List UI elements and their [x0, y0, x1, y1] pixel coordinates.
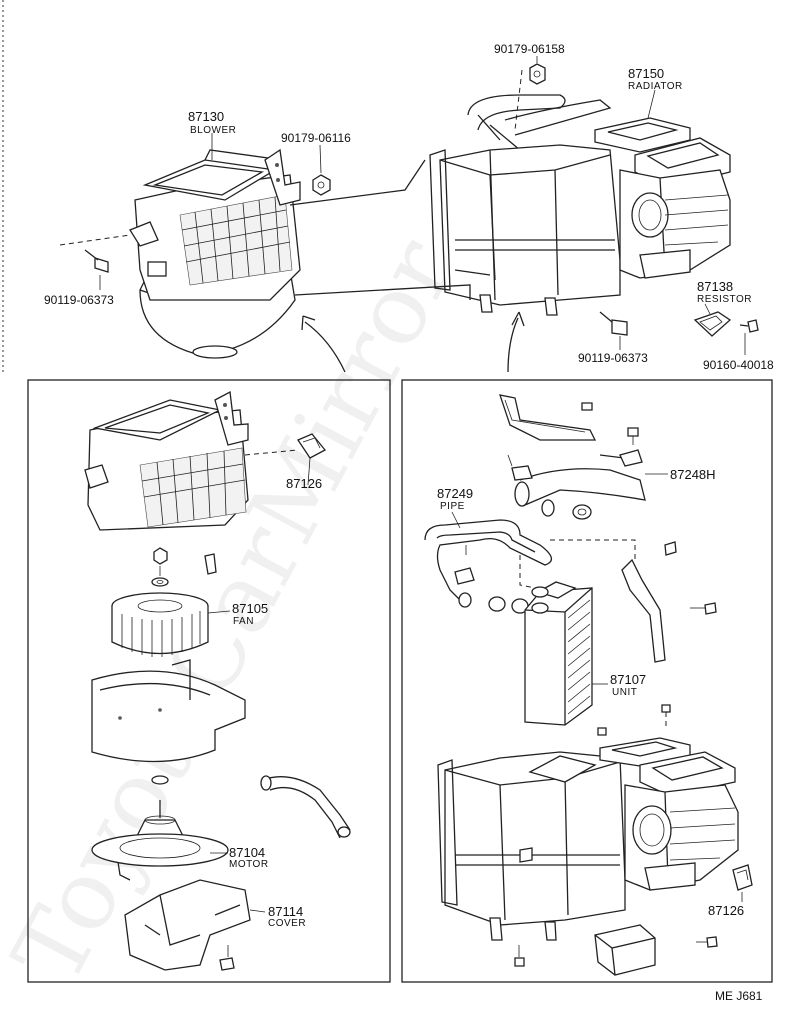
label-clip-right: 87126 [708, 903, 744, 918]
nut-90179-06158-icon [529, 63, 546, 85]
blower-bowl-icon [91, 659, 246, 763]
blower-case-exploded [84, 390, 249, 531]
screw-unit-icon [597, 704, 671, 736]
label-fan-name: FAN [233, 616, 254, 627]
clamp-lower-icon [454, 545, 529, 614]
diagram-code: ME J681 [715, 989, 763, 1003]
label-motor-number: 87104 [229, 845, 265, 860]
cover-87114-icon [124, 879, 251, 971]
label-motor-name: MOTOR [229, 859, 269, 870]
screw-small-icon [739, 319, 759, 333]
label-nut-06116: 90179-06116 [281, 131, 351, 145]
label-screw-left: 90119-06373 [44, 293, 114, 307]
label-cover-name: COVER [268, 918, 306, 929]
label-resistor-number: 87138 [697, 279, 733, 294]
washer-icon [151, 577, 169, 587]
pipe-87249-icon [424, 519, 552, 608]
hose-end-icon [541, 499, 592, 520]
clip-87126-left-icon [297, 433, 327, 459]
screw-bottom-icon [514, 936, 718, 967]
label-resistor-name: RESISTOR [697, 294, 752, 305]
label-blower-name: BLOWER [190, 125, 236, 136]
dashed-guide-pipe [519, 555, 546, 591]
label-hose: 87248H [670, 467, 716, 482]
heater-unit-87107-icon [524, 581, 593, 726]
label-nut-06158: 90179-06158 [494, 42, 565, 56]
inset-frame-blower [27, 379, 391, 983]
washer-lower-icon [151, 775, 169, 785]
motor-87104-icon [91, 800, 229, 881]
bracket-bottom-icon [594, 924, 656, 976]
dashed-guide-top [550, 539, 636, 560]
screw-mid-icon [599, 311, 628, 336]
label-screw-small: 90160-40018 [703, 358, 774, 372]
label-radiator-number: 87150 [628, 66, 664, 81]
clip-small-icon [204, 553, 217, 575]
hose-small-icon [260, 775, 351, 839]
leader-radiator [647, 89, 656, 119]
leader-fan [207, 610, 231, 614]
blower-assembly-top [129, 148, 301, 359]
label-fan-number: 87105 [232, 601, 268, 616]
inset-frame-heater [401, 379, 773, 983]
label-unit-number: 87107 [610, 672, 646, 687]
bracket-side-icon [621, 541, 717, 663]
clamp-upper-icon [507, 449, 643, 481]
heater-assembly-top [429, 94, 731, 316]
screw-top-right-icon [581, 402, 639, 445]
screw-left-icon [84, 249, 109, 273]
resistor-87138-icon [693, 311, 732, 337]
arrow-to-blower-icon [301, 315, 346, 373]
label-cover-number: 87114 [268, 904, 303, 919]
nut-90179-06116-icon [312, 174, 331, 196]
leader-pipe [451, 511, 461, 529]
connector-line-upper [289, 159, 426, 206]
fan-87105-icon [111, 592, 209, 657]
label-blower-number: 87130 [188, 109, 224, 124]
screw-cover-icon [219, 945, 235, 971]
clip-87126-right-icon [732, 864, 753, 891]
label-radiator-name: RADIATOR [628, 81, 683, 92]
arrow-to-heater-icon [507, 311, 525, 373]
leader-clip-left [307, 457, 311, 486]
heater-case-exploded [437, 737, 739, 941]
label-clip-left: 87126 [286, 476, 322, 491]
nut-small-icon [153, 547, 168, 565]
label-screw-mid: 90119-06373 [578, 351, 648, 365]
label-pipe-number: 87249 [437, 486, 473, 501]
bracket-upper-icon [499, 394, 597, 441]
label-unit-name: UNIT [612, 687, 637, 698]
leader-cover [249, 909, 266, 913]
connector-line-lower [294, 284, 471, 300]
label-pipe-name: PIPE [440, 501, 465, 512]
